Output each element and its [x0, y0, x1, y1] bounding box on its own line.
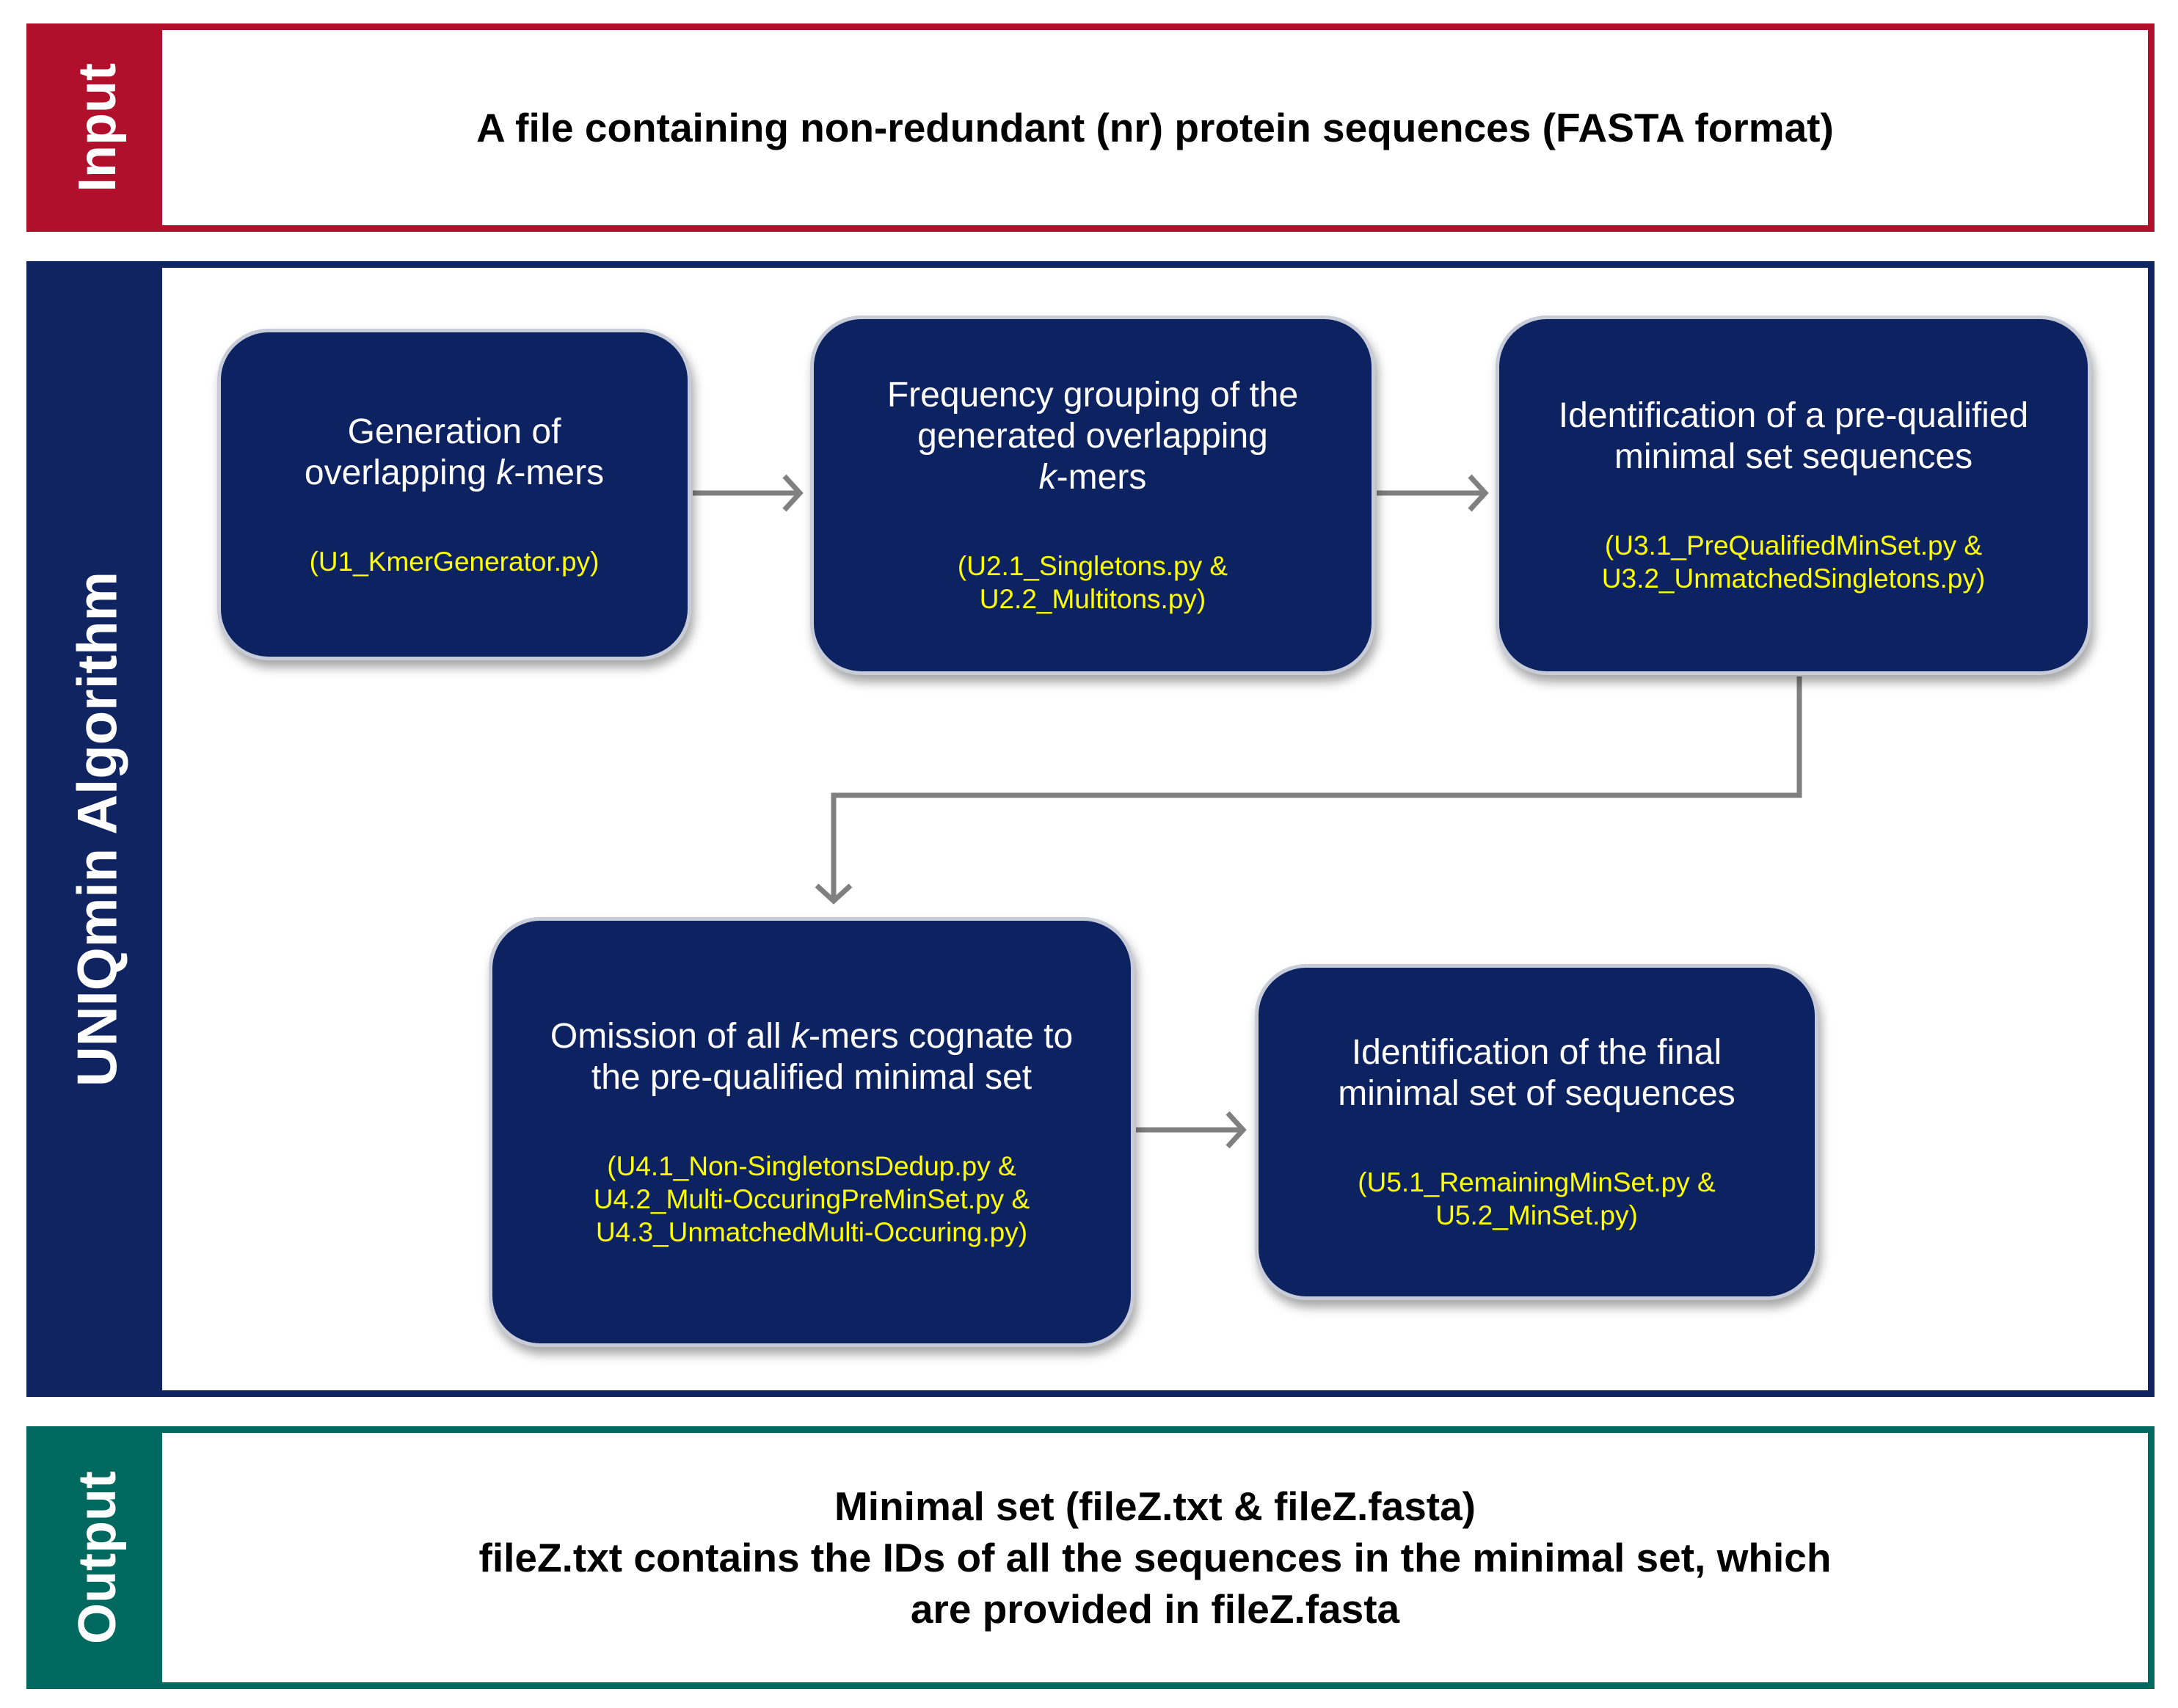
step-script-line: (U2.1_Singletons.py &: [957, 551, 1228, 581]
step-title-line: minimal set of sequences: [1338, 1074, 1736, 1113]
step-script-line: (U1_KmerGenerator.py): [309, 546, 600, 577]
output-line: fileZ.txt contains the IDs of all the se…: [478, 1535, 1832, 1580]
step-title-line: Frequency grouping of the: [886, 376, 1299, 415]
step-script-line: U2.2_Multitons.py): [979, 584, 1206, 614]
output-label: Output: [68, 1471, 127, 1644]
step-title-line: the pre-qualified minimal set: [591, 1057, 1032, 1097]
step-title-line: Identification of a pre-qualified: [1558, 396, 2029, 435]
step-script: (U5.1_RemainingMinSet.py &U5.2_MinSet.py…: [1358, 1166, 1715, 1232]
step-script-line: U4.3_UnmatchedMulti-Occuring.py): [595, 1216, 1028, 1247]
input-panel: Input A file containing non-redundant (n…: [26, 23, 2155, 232]
output-description-area: Minimal set (fileZ.txt & fileZ.fasta) fi…: [162, 1433, 2148, 1682]
step-script-line: U3.2_UnmatchedSingletons.py): [1601, 563, 1986, 594]
step-script: (U2.1_Singletons.py &U2.2_Multitons.py): [958, 550, 1228, 616]
step-title-line: minimal set sequences: [1614, 437, 1973, 476]
step-title-line: Identification of the final: [1351, 1033, 1722, 1072]
step-script-line: (U3.1_PreQualifiedMinSet.py &: [1604, 530, 1983, 561]
step-title-line: generated overlapping: [917, 417, 1268, 456]
step-script: (U3.1_PreQualifiedMinSet.py &U3.2_Unmatc…: [1602, 529, 1985, 595]
arrow-step3-to-step4: [815, 676, 1802, 905]
step-script: (U1_KmerGenerator.py): [310, 545, 600, 578]
step-script-line: U4.2_Multi-OccuringPreMinSet.py &: [593, 1183, 1030, 1214]
input-description-area: A file containing non-redundant (nr) pro…: [162, 30, 2148, 225]
step-script: (U4.1_Non-SingletonsDedup.py &U4.2_Multi…: [594, 1150, 1030, 1249]
step-title-line: Generation of: [347, 412, 561, 451]
step-title-line: k-mers: [1038, 458, 1147, 497]
algorithm-side-bar: UNIQmin Algorithm: [33, 268, 162, 1390]
step-title-line: overlapping k-mers: [304, 453, 605, 492]
output-side-bar: Output: [33, 1433, 162, 1682]
output-line: Minimal set (fileZ.txt & fileZ.fasta): [834, 1483, 1476, 1529]
input-side-bar: Input: [33, 30, 162, 225]
output-panel: Output Minimal set (fileZ.txt & fileZ.fa…: [26, 1426, 2155, 1689]
input-description: A file containing non-redundant (nr) pro…: [476, 105, 1834, 150]
step-script-line: (U4.1_Non-SingletonsDedup.py &: [607, 1150, 1016, 1181]
output-line: are provided in fileZ.fasta: [910, 1586, 1400, 1632]
step-script-line: U5.2_MinSet.py): [1435, 1200, 1638, 1230]
step-script-line: (U5.1_RemainingMinSet.py &: [1358, 1167, 1716, 1197]
step-title-line: Omission of all k-mers cognate to: [550, 1016, 1074, 1056]
